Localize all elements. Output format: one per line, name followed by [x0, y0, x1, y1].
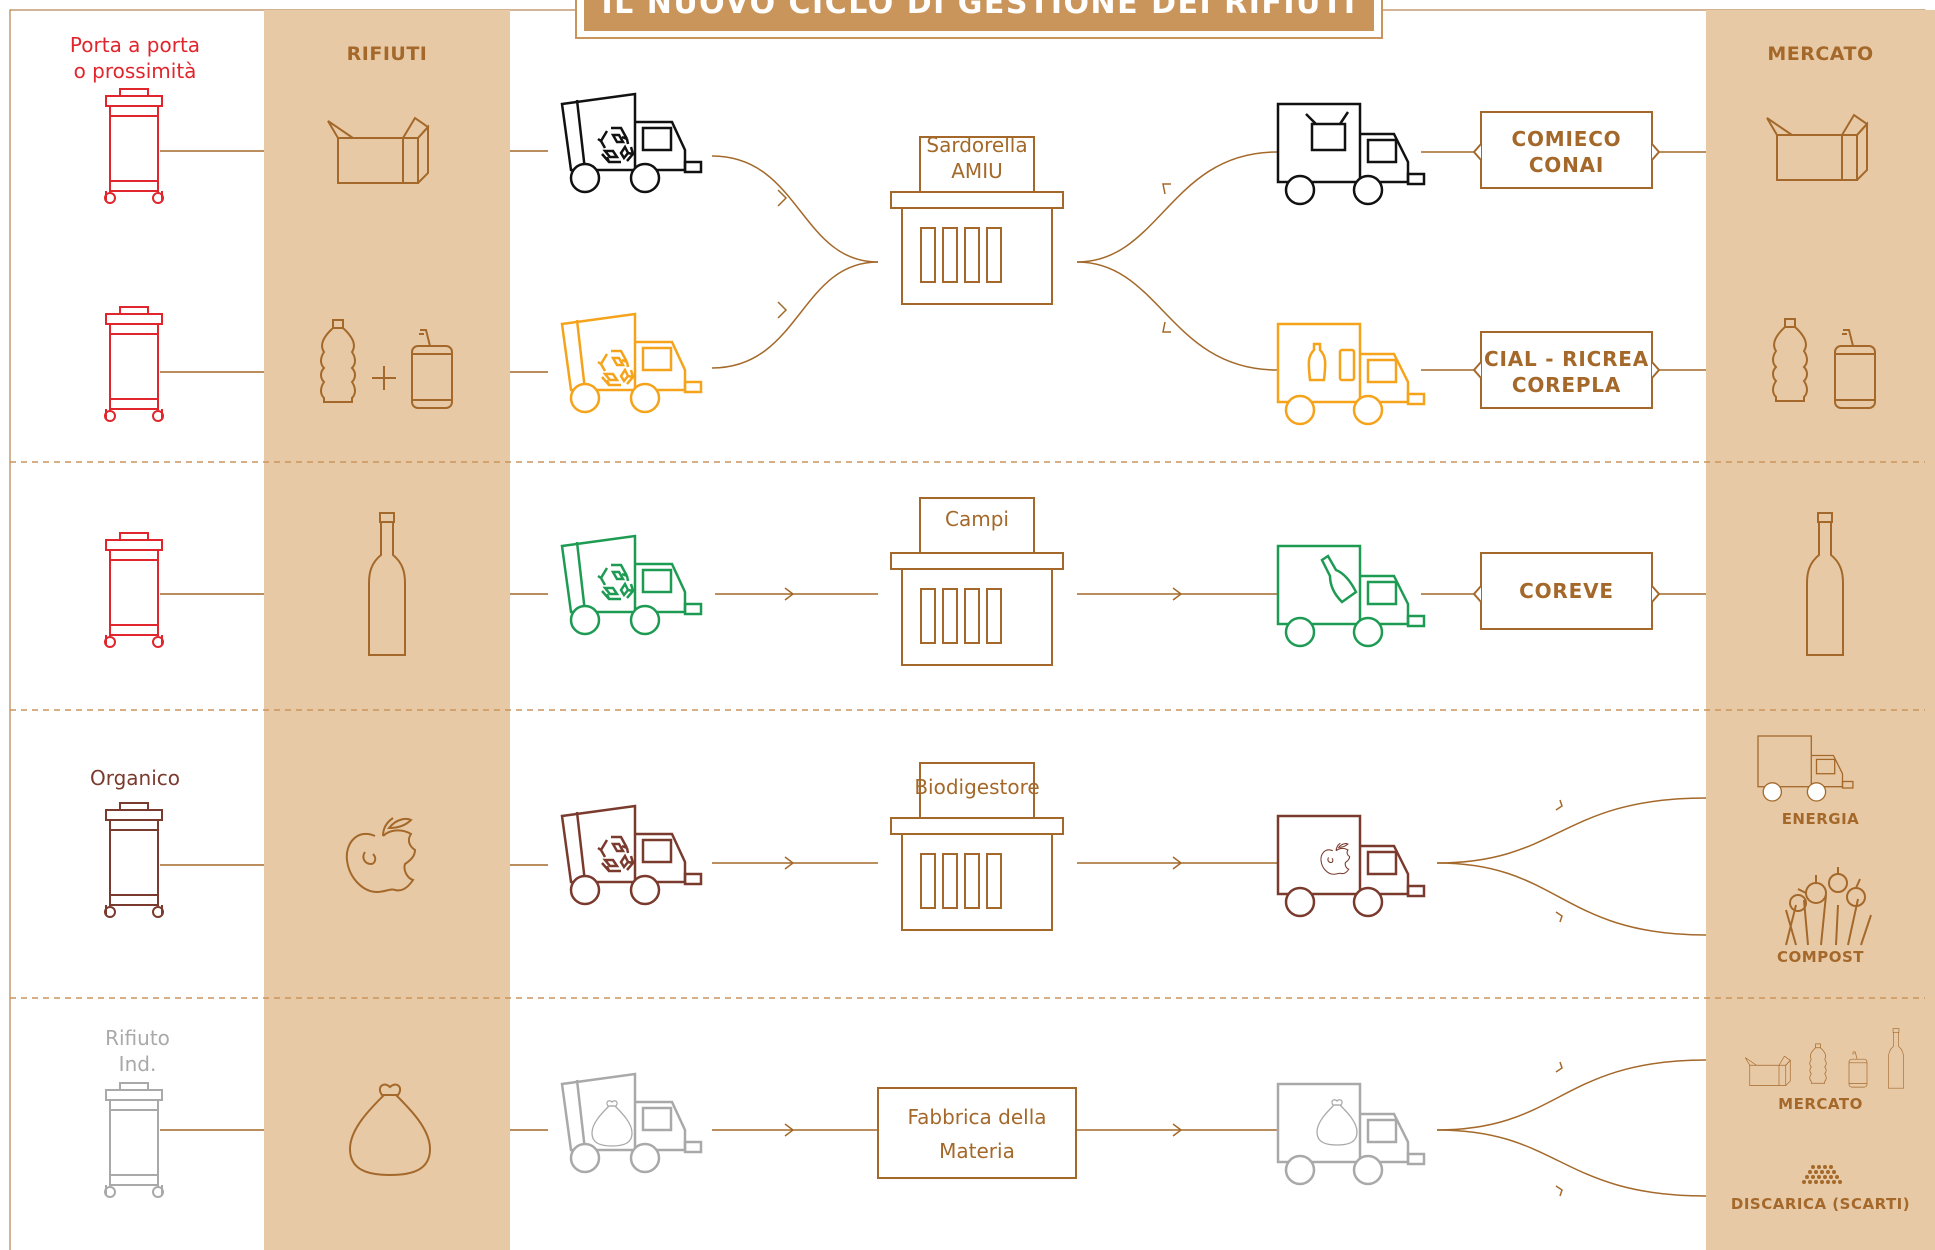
market-label-energia: ENERGIA	[1781, 810, 1860, 828]
garbage-truck-icon	[560, 804, 703, 906]
glass-bottle-icon	[1320, 554, 1358, 604]
plant-label-biodigestore: Biodigestore	[914, 775, 1040, 799]
plastic-bottle-icon	[1307, 342, 1327, 382]
plant-label-sardorella: Sardorella AMIU	[926, 133, 1028, 183]
delivery-truck-icon	[1276, 102, 1426, 206]
row-dividers	[10, 461, 1925, 999]
bin-icon	[104, 1082, 164, 1198]
trash-bag-icon	[1316, 1099, 1358, 1146]
plus-icon	[372, 366, 396, 390]
cial-box	[1480, 331, 1653, 409]
delivery-truck-icon	[1276, 814, 1426, 918]
delivery-truck-icon	[1276, 544, 1426, 648]
plant-label-fabbrica: Fabbrica della Materia	[907, 1105, 1047, 1163]
garbage-truck-icon	[560, 1072, 703, 1174]
bin-icon	[104, 306, 164, 422]
garbage-truck-icon	[560, 534, 703, 636]
comieco-box	[1480, 111, 1653, 189]
flow-connectors	[160, 150, 1707, 1197]
rifiuti-column-band	[264, 10, 510, 1250]
bin-icon	[104, 532, 164, 648]
market-label-discarica: DISCARICA (SCARTI)	[1730, 1195, 1911, 1213]
mercato-column-band	[1706, 10, 1935, 1250]
bin-icon	[104, 88, 164, 204]
rifiuti-header: RIFIUTI	[346, 43, 428, 65]
mercato-header: MERCATO	[1767, 43, 1874, 65]
plant-label-campi: Campi	[945, 507, 1009, 531]
bin-icon	[104, 802, 164, 918]
apple-core-icon	[1320, 842, 1351, 875]
market-label-compost: COMPOST	[1777, 948, 1864, 966]
garbage-truck-icon	[560, 92, 703, 194]
title-banner	[584, 0, 1374, 31]
coreve-box	[1480, 552, 1653, 630]
delivery-truck-icon	[1276, 1082, 1426, 1186]
can-icon	[1338, 348, 1356, 382]
consortium-label-coreve: COREVE	[1519, 579, 1614, 603]
collection-label-organico: Organico	[89, 766, 181, 790]
delivery-truck-icon	[1276, 322, 1426, 426]
market-label-mercato: MERCATO	[1778, 1095, 1863, 1113]
garbage-truck-icon	[560, 312, 703, 414]
cardboard-box-icon	[1305, 111, 1350, 152]
page-title: IL NUOVO CICLO DI GESTIONE DEI RIFIUTI	[601, 0, 1357, 21]
fabbrica-box	[877, 1087, 1077, 1179]
collection-label-rifiuto-ind: Rifiuto Ind.	[105, 1026, 170, 1076]
collection-label-porta: Porta a porta o prossimità	[69, 33, 201, 83]
consortium-label-comieco: COMIECO CONAI	[1511, 127, 1622, 177]
consortium-label-cial: CIAL - RICREA COREPLA	[1483, 347, 1650, 397]
